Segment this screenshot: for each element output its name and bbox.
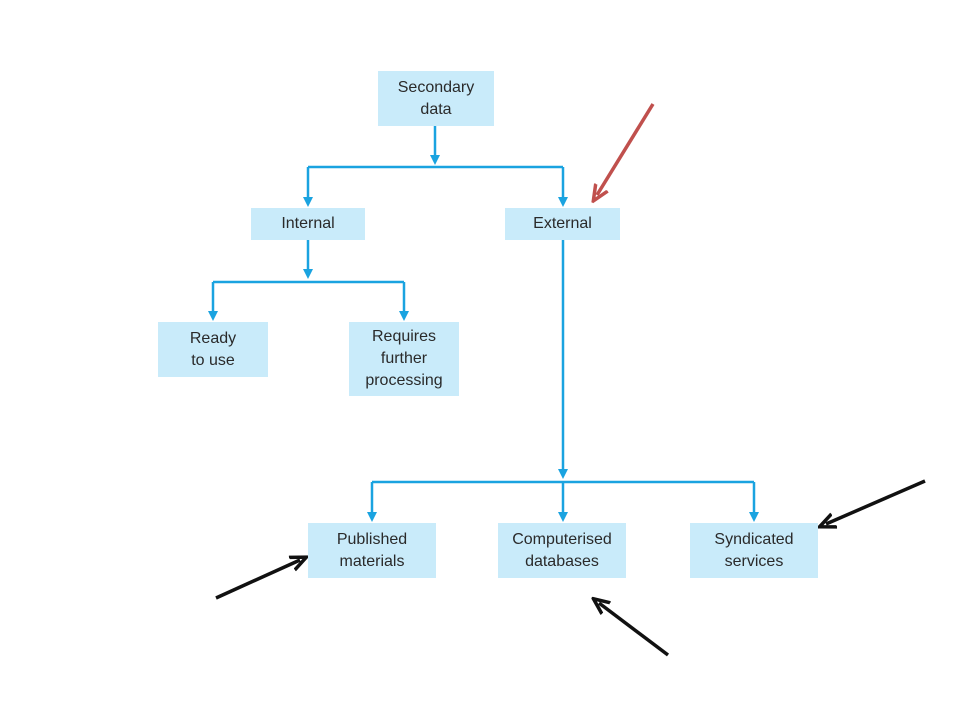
edge-internal-split bbox=[208, 240, 409, 321]
node-internal: Internal bbox=[251, 208, 365, 240]
node-requires-further-processing: Requires further processing bbox=[349, 322, 459, 396]
node-external: External bbox=[505, 208, 620, 240]
node-secondary-data: Secondary data bbox=[378, 71, 494, 126]
pointer-arrow-computerised bbox=[599, 603, 670, 657]
pointer-arrow-published bbox=[215, 560, 300, 600]
node-ready-to-use: Ready to use bbox=[158, 322, 268, 377]
pointer-arrow-syndicated bbox=[826, 479, 926, 524]
edge-secondary-split bbox=[303, 126, 568, 207]
highlight-arrow-external bbox=[597, 103, 655, 195]
node-published-materials: Published materials bbox=[308, 523, 436, 578]
node-syndicated-services: Syndicated services bbox=[690, 523, 818, 578]
edge-external-split bbox=[367, 240, 759, 522]
node-computerised-databases: Computerised databases bbox=[498, 523, 626, 578]
